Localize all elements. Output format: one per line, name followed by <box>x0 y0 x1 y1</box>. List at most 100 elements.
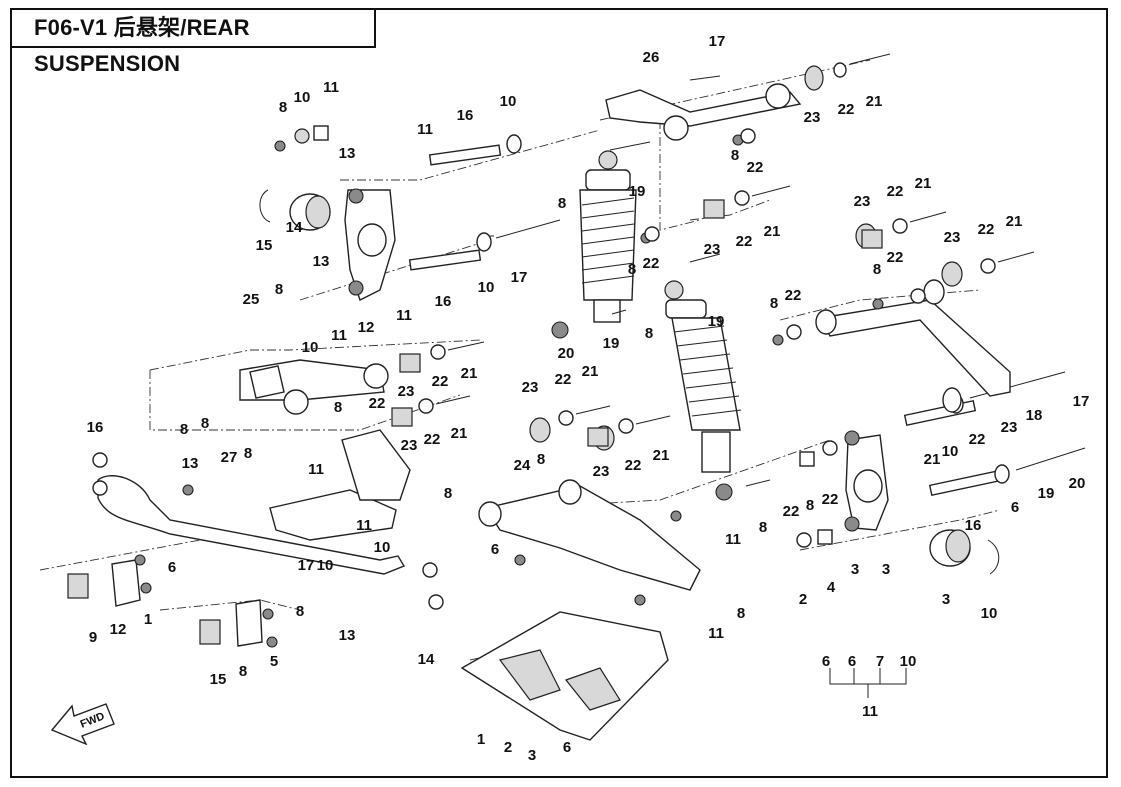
callout: 23 <box>593 463 610 480</box>
callout: 22 <box>432 373 449 390</box>
callout: 10 <box>981 605 998 622</box>
callout: 24 <box>514 457 531 474</box>
callout: 22 <box>625 457 642 474</box>
callout: 23 <box>401 437 418 454</box>
callout: 8 <box>737 605 745 622</box>
callout: 6 <box>563 739 571 756</box>
fwd-arrow-icon: FWD <box>50 703 115 746</box>
callout: 8 <box>759 519 767 536</box>
callout: 21 <box>1006 213 1023 230</box>
callout: 23 <box>854 193 871 210</box>
callout: 8 <box>537 451 545 468</box>
callout: 13 <box>339 145 356 162</box>
callout: 17 <box>511 269 528 286</box>
callout: 17 <box>1073 393 1090 410</box>
diagram-title: F06-V1 后悬架/REAR SUSPENSION <box>10 8 376 76</box>
callout: 10 <box>317 557 334 574</box>
small-hardware <box>134 125 1035 648</box>
callout: 8 <box>873 261 881 278</box>
callout: 3 <box>942 591 950 608</box>
callout: 8 <box>645 325 653 342</box>
callout: 11 <box>356 517 372 534</box>
callout: 9 <box>89 629 97 646</box>
callout: 10 <box>374 539 391 556</box>
callout: 8 <box>806 497 814 514</box>
stabilizer-bar-4 <box>67 452 444 647</box>
callout: 8 <box>275 281 283 298</box>
callout: 10 <box>900 653 917 670</box>
callout: 6 <box>848 653 856 670</box>
callout: 8 <box>201 415 209 432</box>
callout: 22 <box>887 183 904 200</box>
callout: 3 <box>882 561 890 578</box>
callout: 22 <box>978 221 995 238</box>
callout: 12 <box>358 319 375 336</box>
callout: 21 <box>582 363 599 380</box>
callout: 21 <box>866 93 883 110</box>
upper-control-arm-26 <box>605 53 891 141</box>
callout: 8 <box>731 147 739 164</box>
callout: 6 <box>168 559 176 576</box>
callout: 11 <box>862 703 878 720</box>
callout: 5 <box>270 653 278 670</box>
callout: 21 <box>451 425 468 442</box>
callout: 20 <box>1069 475 1086 492</box>
callout: 15 <box>210 671 227 688</box>
callout: 21 <box>653 447 670 464</box>
callout: 22 <box>887 249 904 266</box>
callout: 23 <box>1001 419 1018 436</box>
callout: 8 <box>239 663 247 680</box>
callout: 15 <box>256 237 273 254</box>
callout: 11 <box>308 461 324 478</box>
hub-knuckle-left <box>259 188 396 301</box>
callout: 10 <box>500 93 517 110</box>
callout: 23 <box>522 379 539 396</box>
callout: 4 <box>827 579 836 596</box>
callout: 20 <box>558 345 575 362</box>
callout: 18 <box>1026 407 1043 424</box>
callout: 3 <box>528 747 536 764</box>
callout: 23 <box>398 383 415 400</box>
callout: 21 <box>915 175 932 192</box>
callout: 8 <box>444 485 452 502</box>
callout: 7 <box>876 653 884 670</box>
callout: 22 <box>555 371 572 388</box>
lower-control-arm-9 <box>478 417 701 591</box>
callout: 8 <box>180 421 188 438</box>
callout: 8 <box>244 445 252 462</box>
shock-absorber-left <box>551 150 637 339</box>
callout: 6 <box>1011 499 1019 516</box>
upper-arm-right <box>815 223 1011 413</box>
callout: 22 <box>736 233 753 250</box>
callout: 22 <box>838 101 855 118</box>
callout: 21 <box>764 223 781 240</box>
callout: 16 <box>457 107 474 124</box>
callout: 19 <box>629 183 646 200</box>
callout: 6 <box>491 541 499 558</box>
callout: 23 <box>704 241 721 258</box>
callout: 8 <box>770 295 778 312</box>
callout: 22 <box>369 395 386 412</box>
callout: 13 <box>339 627 356 644</box>
callout: 10 <box>294 89 311 106</box>
callout: 22 <box>643 255 660 272</box>
callout: 19 <box>1038 485 1055 502</box>
callout: 11 <box>417 121 433 138</box>
callout: 8 <box>558 195 566 212</box>
callout: 12 <box>110 621 127 638</box>
callout: 17 <box>709 33 726 50</box>
callout: 11 <box>323 79 339 96</box>
callout: 8 <box>279 99 287 116</box>
shock-absorber-right <box>664 280 742 501</box>
callout: 11 <box>331 327 347 344</box>
callout: 13 <box>182 455 199 472</box>
callout: 22 <box>424 431 441 448</box>
callout: 22 <box>969 431 986 448</box>
callout: 11 <box>708 625 724 642</box>
callout: 16 <box>965 517 982 534</box>
callout: 19 <box>603 335 620 352</box>
hub-knuckle-right <box>844 430 1000 575</box>
callout: 23 <box>944 229 961 246</box>
callout: 11 <box>396 307 412 324</box>
